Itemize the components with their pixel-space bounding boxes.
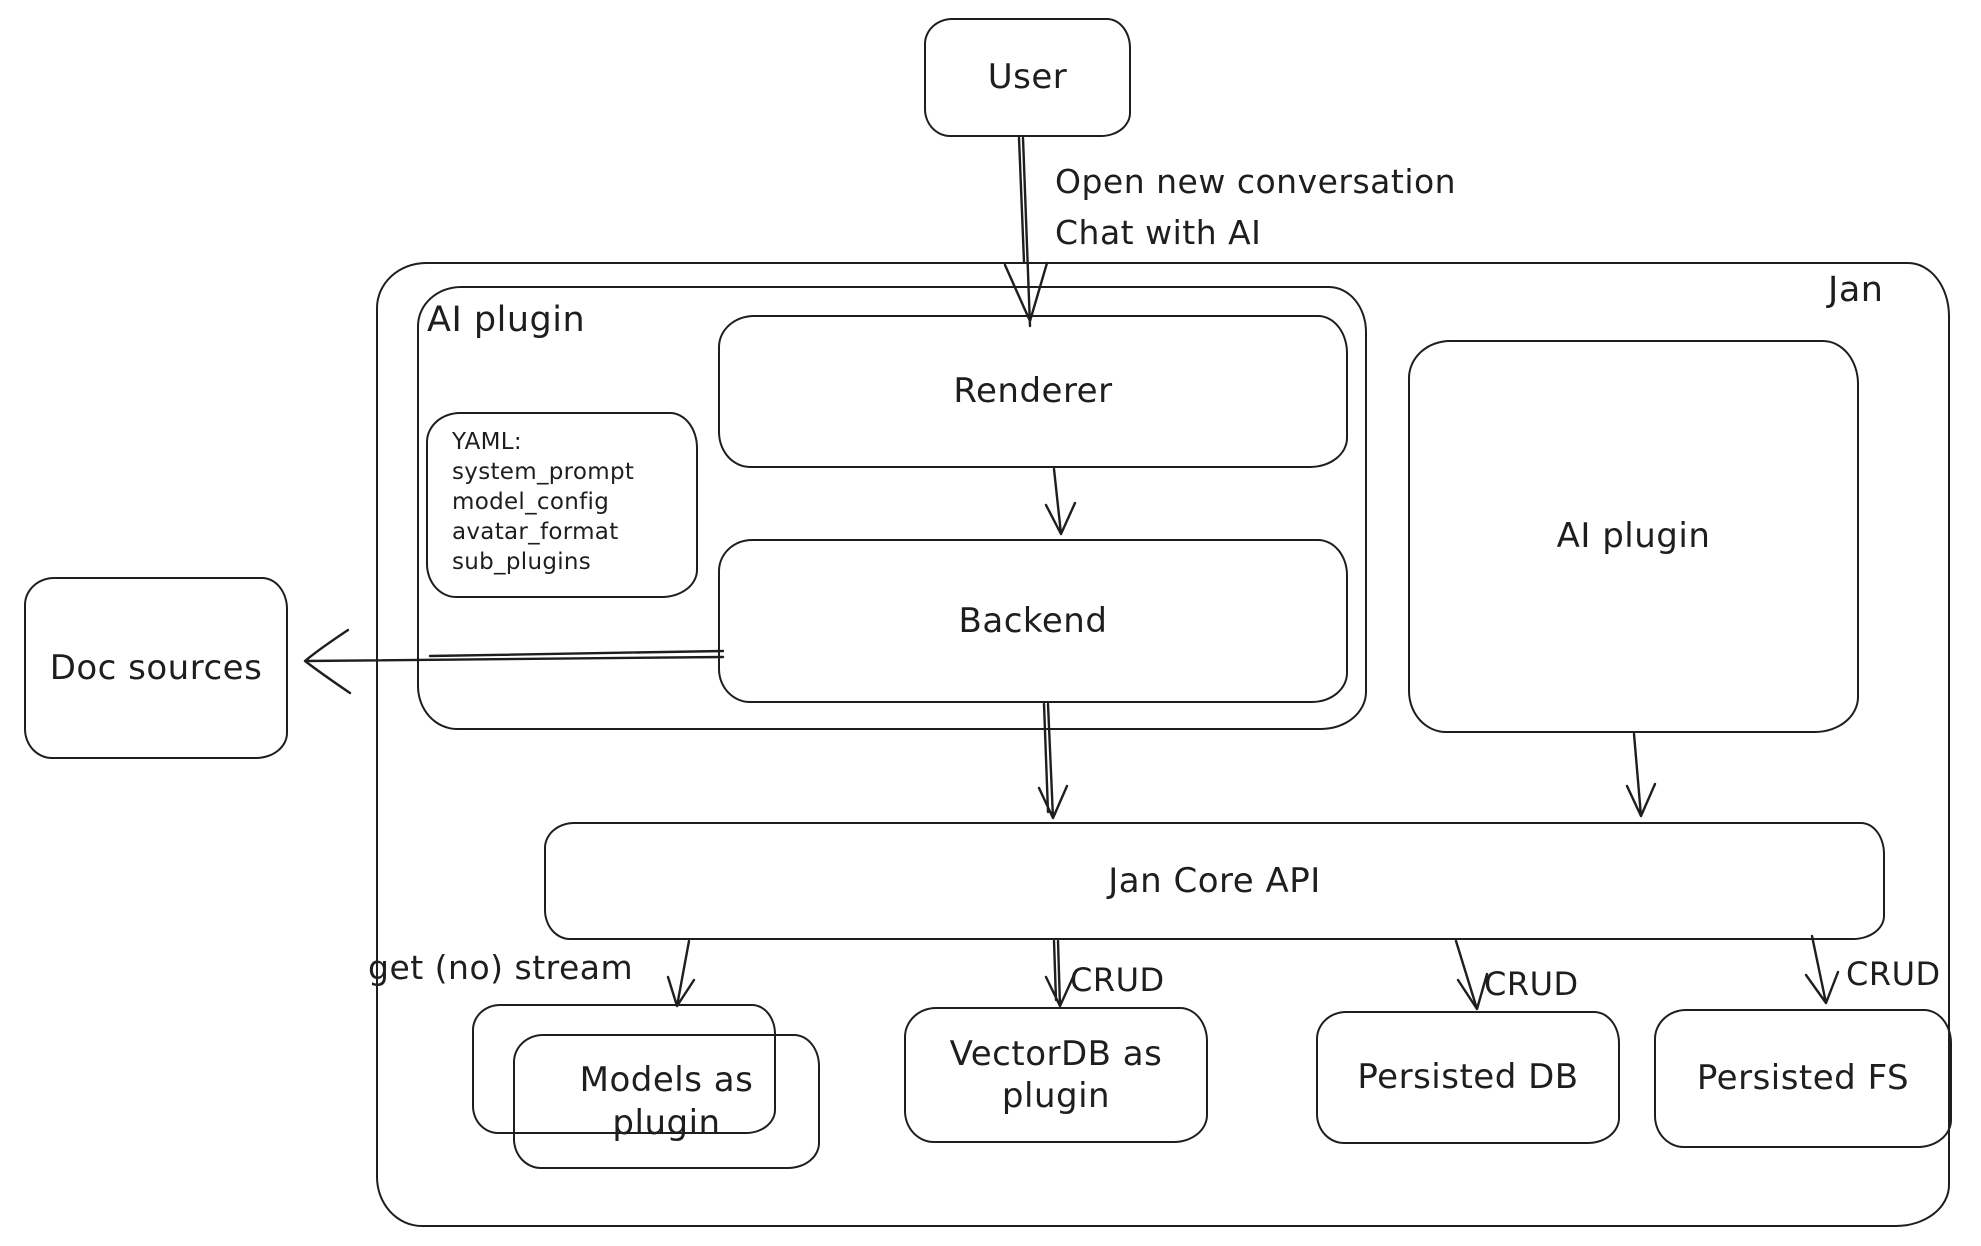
node-doc-sources: Doc sources	[24, 577, 288, 759]
node-renderer: Renderer	[718, 315, 1348, 468]
edge-label-crud-persisted-db: CRUD	[1484, 965, 1579, 1003]
node-renderer-label: Renderer	[953, 371, 1113, 412]
node-models-plugin: Models as plugin	[513, 1034, 820, 1169]
node-user-label: User	[987, 57, 1068, 98]
node-backend: Backend	[718, 539, 1348, 703]
node-yaml-note: YAML: system_prompt model_config avatar_…	[426, 412, 698, 598]
node-persisted-fs: Persisted FS	[1654, 1009, 1952, 1148]
node-persisted-fs-label: Persisted FS	[1696, 1058, 1910, 1099]
edge-label-crud-vectordb: CRUD	[1070, 961, 1165, 999]
node-models-plugin-outer	[472, 1004, 776, 1134]
jan-container-label: Jan	[1828, 270, 1884, 310]
node-jan-core-api-label: Jan Core API	[1108, 860, 1321, 901]
node-jan-core-api: Jan Core API	[544, 822, 1885, 940]
edge-label-crud-persisted-fs: CRUD	[1846, 955, 1941, 993]
node-backend-label: Backend	[958, 600, 1108, 641]
edge-label-get-no-stream: get (no) stream	[368, 948, 634, 987]
node-ai-plugin-right: AI plugin	[1408, 340, 1859, 733]
node-vectordb-plugin-label: VectorDB as plugin	[949, 1033, 1163, 1117]
node-user: User	[924, 18, 1131, 137]
edge-label-user-to-renderer: Open new conversation Chat with AI	[1055, 162, 1457, 253]
node-ai-plugin-right-label: AI plugin	[1556, 516, 1711, 557]
ai-plugin-left-label: AI plugin	[427, 300, 586, 340]
node-models-plugin-label: Models as plugin	[579, 1060, 754, 1143]
jan-container	[376, 262, 1950, 1227]
ai-plugin-left-container	[417, 286, 1367, 730]
yaml-note-text: YAML: system_prompt model_config avatar_…	[452, 429, 635, 575]
node-persisted-db-label: Persisted DB	[1357, 1057, 1579, 1098]
node-doc-sources-label: Doc sources	[49, 647, 263, 688]
node-vectordb-plugin: VectorDB as plugin	[904, 1007, 1208, 1143]
node-persisted-db: Persisted DB	[1316, 1011, 1620, 1144]
